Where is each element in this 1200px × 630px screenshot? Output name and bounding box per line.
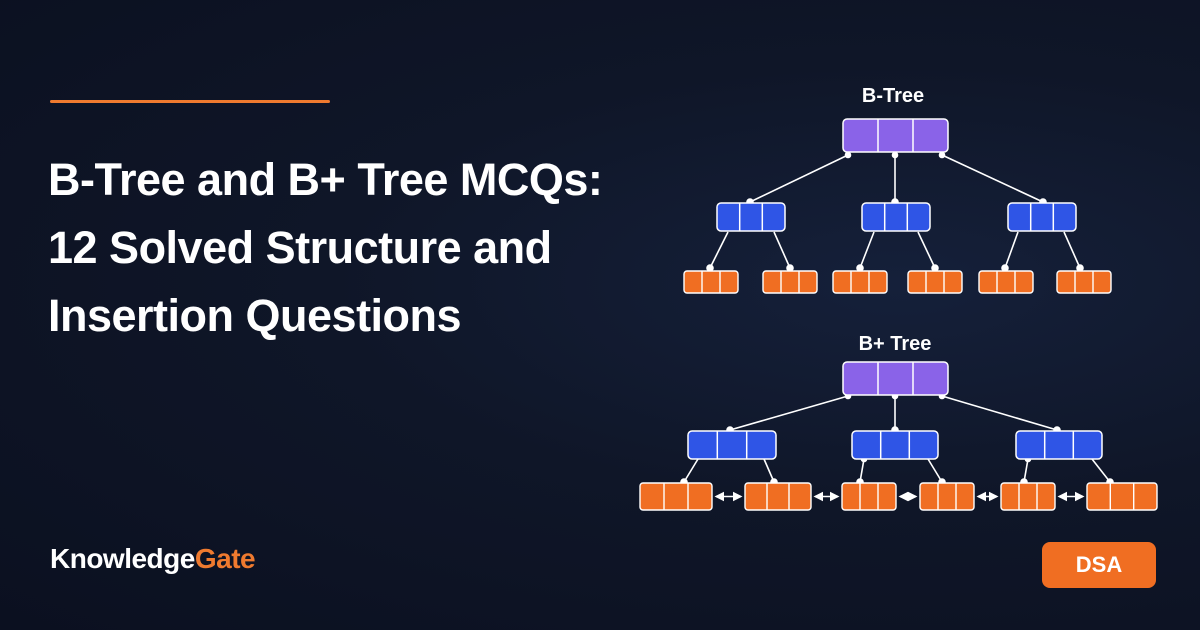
btree-root-node bbox=[842, 118, 949, 153]
bplus-leaf-node bbox=[1000, 482, 1056, 511]
btree-edges bbox=[706, 151, 1084, 272]
btree-leaf-node bbox=[683, 270, 739, 294]
btree-leaf-node bbox=[832, 270, 888, 294]
bplus-internal-node bbox=[851, 430, 939, 460]
page-title: B-Tree and B+ Tree MCQs: 12 Solved Struc… bbox=[48, 146, 688, 350]
title-line-3: Insertion Questions bbox=[48, 290, 462, 341]
brand-part-2: Gate bbox=[194, 543, 256, 574]
btree-leaf-node bbox=[762, 270, 818, 294]
btree-leaf-node bbox=[907, 270, 963, 294]
title-line-1: B-Tree and B+ Tree MCQs: bbox=[48, 154, 603, 205]
accent-line bbox=[50, 100, 330, 103]
btree-internal-node bbox=[716, 202, 786, 232]
btree-leaf-node bbox=[1056, 270, 1112, 294]
bplus-tree-label: B+ Tree bbox=[859, 333, 932, 355]
bplus-leaf-node bbox=[744, 482, 812, 511]
topic-badge: DSA bbox=[1042, 542, 1156, 588]
bplus-leaf-node bbox=[919, 482, 975, 511]
bplus-root-node bbox=[842, 361, 949, 396]
btree-internal-node bbox=[861, 202, 931, 232]
bplus-leaf-node bbox=[639, 482, 713, 511]
bplus-leaf-node bbox=[841, 482, 897, 511]
brand-logo: KnowledgeGate bbox=[50, 543, 256, 575]
btree-leaf-node bbox=[978, 270, 1034, 294]
btree-internal-node bbox=[1007, 202, 1077, 232]
bplus-leaf-node bbox=[1086, 482, 1158, 511]
bplus-internal-node bbox=[687, 430, 777, 460]
title-line-2: 12 Solved Structure and bbox=[48, 222, 552, 273]
bplus-internal-node bbox=[1015, 430, 1103, 460]
brand-part-1: Knowledge bbox=[50, 543, 195, 574]
btree-label: B-Tree bbox=[862, 85, 924, 107]
